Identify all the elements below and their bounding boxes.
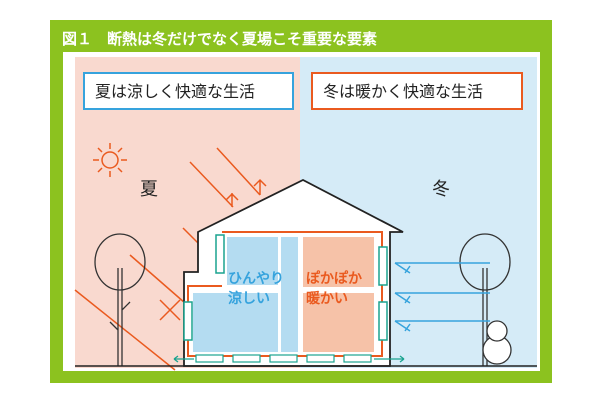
winter-label: 冬 <box>432 179 450 200</box>
snowman <box>482 320 512 365</box>
cool-room-lower <box>193 293 278 352</box>
warm-room-upper <box>303 237 374 287</box>
cool-room-upper <box>227 237 278 285</box>
warm-text-1: ぽかぽか <box>306 270 362 287</box>
stairwell <box>281 237 298 352</box>
floor-vents <box>195 354 372 363</box>
winter-caption: 冬は暖かく快適な生活 <box>323 82 483 101</box>
house: ひんやり 涼しい ぽかぽか 暖かい <box>173 178 405 367</box>
cool-text-2: 涼しい <box>228 290 270 307</box>
cool-text-1: ひんやり <box>228 271 284 287</box>
windows <box>183 234 388 341</box>
summer-caption-box: 夏は涼しく快適な生活 <box>83 72 294 110</box>
figure-title: 図１ 断熱は冬だけでなく夏場こそ重要な要素 <box>62 30 377 48</box>
sun-icon <box>93 143 127 177</box>
warm-room-lower <box>303 293 374 352</box>
summer-label: 夏 <box>140 179 158 200</box>
winter-caption-box: 冬は暖かく快適な生活 <box>311 72 523 110</box>
cold-wind-arrows <box>394 262 490 332</box>
summer-caption: 夏は涼しく快適な生活 <box>95 82 255 101</box>
sunlight-rays <box>74 147 267 371</box>
warm-text-2: 暖かい <box>306 290 348 307</box>
tree-left <box>94 233 146 366</box>
vent-arrows <box>173 355 405 363</box>
